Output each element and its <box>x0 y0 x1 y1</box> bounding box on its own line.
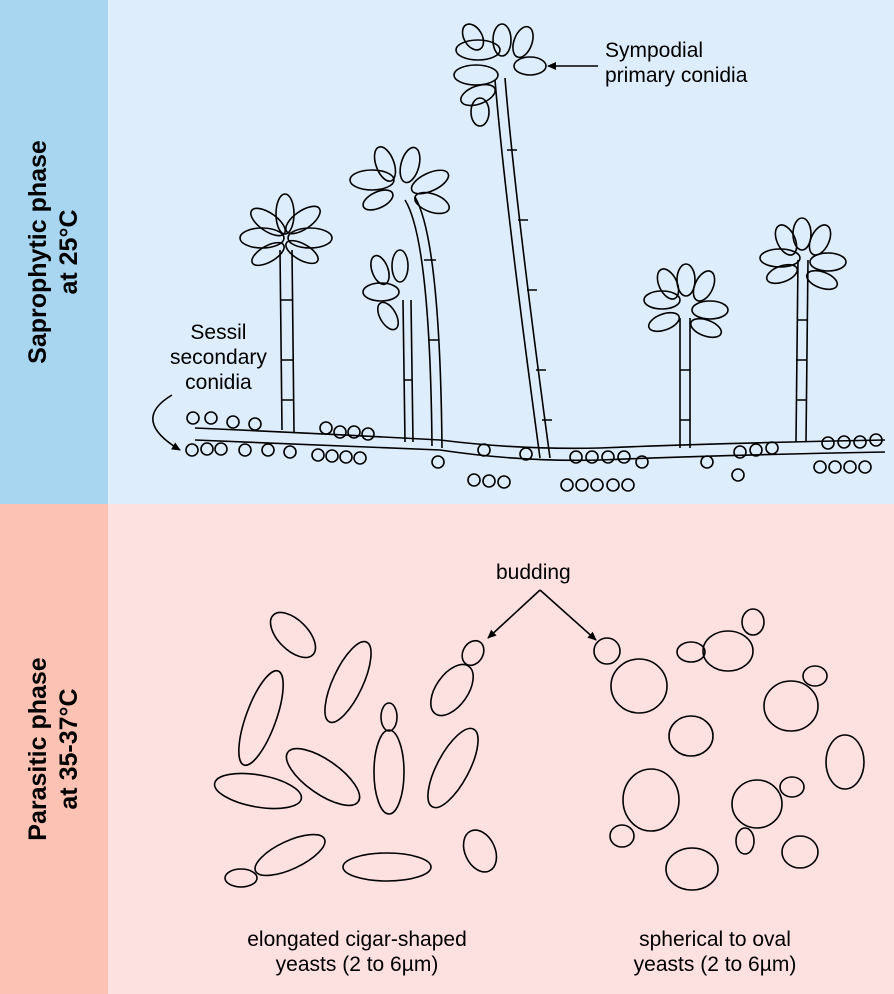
budding-arrow-left <box>488 590 540 638</box>
septa <box>281 150 808 420</box>
label-secondary-line1: Sessil <box>170 320 267 345</box>
label-secondary-line3: conidia <box>170 370 267 395</box>
label-primary-conidia: Sympodial primary conidia <box>605 38 747 88</box>
parasitic-phase-panel: Parasitic phase at 35-37°C <box>0 504 894 994</box>
spherical-yeasts <box>594 609 864 890</box>
secondary-conidia-arrow <box>153 395 180 450</box>
yeast-illustration <box>0 504 894 994</box>
label-secondary-conidia: Sessil secondary conidia <box>170 320 267 395</box>
saprophytic-phase-panel: Saprophytic phase at 25°C <box>0 0 894 504</box>
caption-elongated-yeasts: elongated cigar-shaped yeasts (2 to 6µm) <box>222 927 492 977</box>
caption-left-line2: yeasts (2 to 6µm) <box>222 952 492 977</box>
caption-spherical-yeasts: spherical to oval yeasts (2 to 6µm) <box>600 927 830 977</box>
conidiophore-2 <box>403 300 413 442</box>
secondary-conidia-lower <box>186 443 871 491</box>
conidia-rosette-1 <box>240 194 332 270</box>
hypha-lower-line <box>195 428 885 448</box>
label-primary-line1: Sympodial <box>605 38 747 63</box>
conidiophore-4 <box>495 78 550 458</box>
caption-left-line1: elongated cigar-shaped <box>222 927 492 952</box>
mycelium-illustration <box>0 0 894 504</box>
conidia-rosette-2 <box>350 144 452 218</box>
label-budding: budding <box>496 560 571 585</box>
label-primary-line2: primary conidia <box>605 63 747 88</box>
conidiophore-5 <box>680 318 690 448</box>
conidia-rosette-3 <box>363 250 408 333</box>
caption-right-line1: spherical to oval <box>600 927 830 952</box>
budding-arrow-right <box>540 590 596 640</box>
conidiophore-1 <box>280 250 294 432</box>
caption-right-line2: yeasts (2 to 6µm) <box>600 952 830 977</box>
conidiophore-6 <box>796 260 808 442</box>
label-secondary-line2: secondary <box>170 345 267 370</box>
elongated-yeasts <box>212 605 503 887</box>
conidia-rosette-4 <box>454 20 546 126</box>
conidia-rosette-5 <box>644 264 728 341</box>
conidia-rosette-6 <box>760 218 846 293</box>
